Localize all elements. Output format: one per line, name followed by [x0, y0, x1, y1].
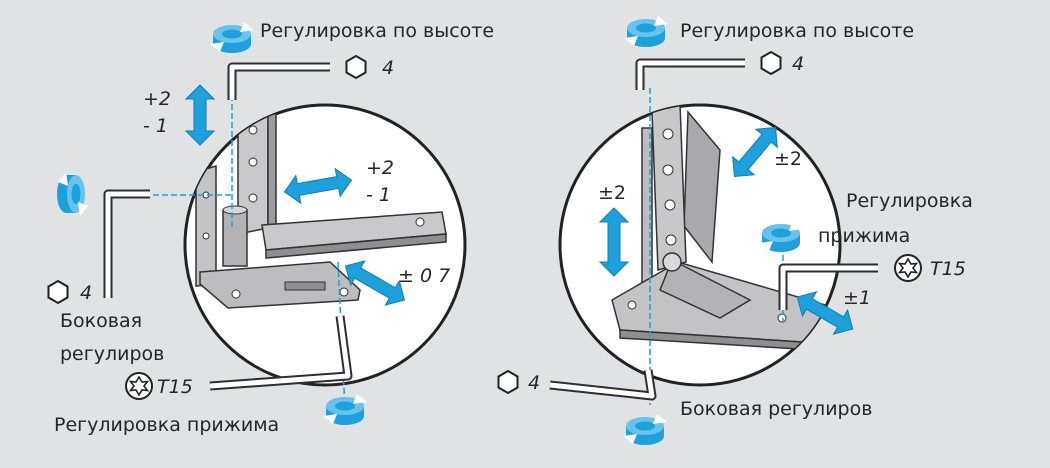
right-height-adjustment-label: Регулировка по высоте — [680, 20, 915, 42]
double-arrow-icon — [184, 84, 216, 146]
right-vertical-range: ±2 — [598, 182, 627, 204]
rotate-arrow-icon — [624, 16, 668, 47]
double-arrow-icon — [598, 207, 630, 277]
height-plus-range: +2 — [143, 88, 172, 110]
pressure-adjustment-label: Регулировка прижима — [54, 414, 280, 436]
torx-icon — [894, 254, 922, 282]
left-hinge-drawing — [195, 108, 447, 309]
height-adjustment-label: Регулировка по высоте — [260, 20, 495, 42]
right-hinge-drawing — [611, 105, 840, 353]
right-height-hex-size: 4 — [792, 53, 805, 75]
side-hex-size: 4 — [80, 282, 93, 304]
hexagon-icon — [47, 280, 69, 304]
horizontal-minus-range: - 1 — [366, 184, 391, 206]
right-pressure-range: ±1 — [843, 287, 872, 309]
right-side-hex-size: 4 — [528, 372, 541, 394]
pressure-range: ± 0 7 — [398, 265, 451, 287]
torx-size: T15 — [157, 376, 193, 398]
double-arrow-icon — [283, 167, 353, 205]
hexagon-icon — [497, 370, 519, 394]
rotate-arrow-icon — [210, 22, 254, 53]
double-arrow-icon — [796, 291, 854, 335]
rotate-arrow-icon — [323, 394, 367, 425]
right-pressure-label-line1: Регулировка — [846, 190, 973, 212]
double-arrow-icon — [344, 260, 406, 306]
allen-key-icon — [227, 62, 330, 100]
rotate-arrow-icon — [57, 172, 88, 216]
right-torx-size: T15 — [930, 258, 966, 280]
rotate-arrow-icon — [623, 414, 667, 445]
double-arrow-icon — [732, 126, 778, 178]
allen-key-icon — [635, 58, 745, 90]
torx-icon — [125, 372, 153, 400]
side-adjustment-label-line1: Боковая — [60, 310, 143, 332]
right-pressure-label-line2: прижима — [818, 225, 911, 247]
height-hex-size: 4 — [382, 57, 395, 79]
hexagon-icon — [345, 55, 367, 79]
allen-key-icon — [103, 189, 150, 298]
right-side-adjustment-label: Боковая регулиров — [680, 398, 873, 420]
side-adjustment-label-line2: регулиров — [60, 343, 165, 365]
height-minus-range: - 1 — [143, 115, 168, 137]
right-top-range: ±2 — [774, 148, 803, 170]
horizontal-plus-range: +2 — [366, 157, 395, 179]
hexagon-icon — [760, 51, 782, 75]
